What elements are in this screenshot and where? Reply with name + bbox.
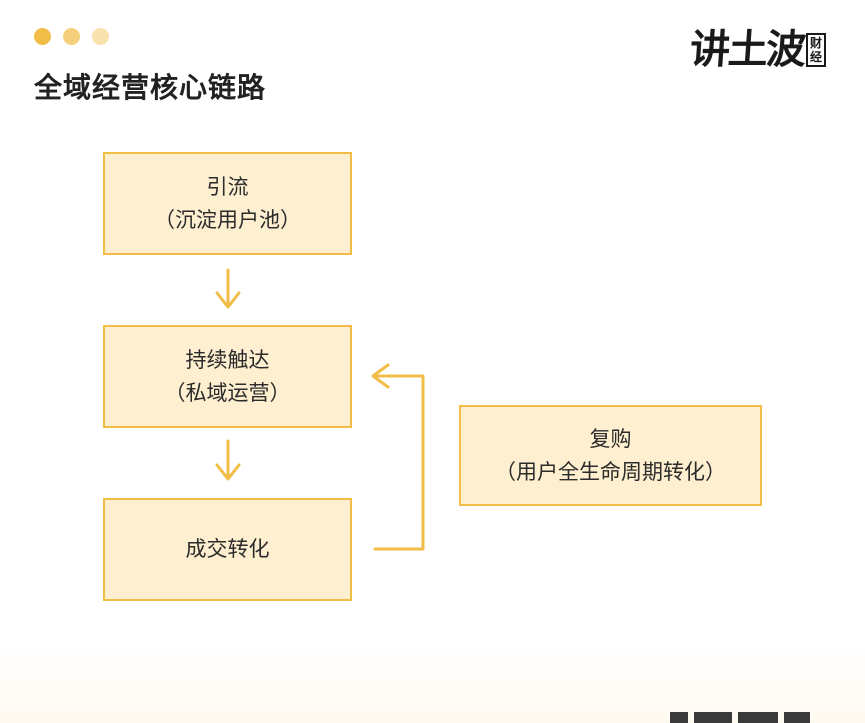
step-reach-box: 持续触达 （私域运营）: [103, 325, 352, 428]
logo-sub-line-2: 经: [810, 50, 823, 64]
logo-sub-line-1: 财: [810, 36, 823, 50]
brand-logo: 讲土波 财 经: [688, 22, 838, 78]
dot-1: [34, 28, 51, 45]
step-reach-title: 持续触达: [185, 347, 270, 372]
dot-3: [92, 28, 109, 45]
window-dots: [34, 28, 109, 45]
arrow-head-loop: [371, 363, 390, 389]
step-traffic-title: 引流: [206, 174, 249, 199]
step-reach-subtitle: （私域运营）: [164, 380, 291, 405]
step-conversion-box: 成交转化: [103, 498, 352, 601]
bottom-cropped-graphic: [670, 712, 830, 723]
side-repurchase-subtitle: （用户全生命周期转化）: [495, 459, 726, 484]
step-traffic-subtitle: （沉淀用户池）: [154, 207, 301, 232]
loop-line: [372, 374, 425, 551]
logo-sub-text: 财 经: [806, 33, 827, 67]
step-traffic-box: 引流 （沉淀用户池）: [103, 152, 352, 255]
dot-2: [63, 28, 80, 45]
bottom-decoration: [0, 645, 865, 723]
arrow-head-2: [215, 463, 241, 481]
page-title: 全域经营核心链路: [34, 71, 267, 104]
step-conversion-title: 成交转化: [185, 537, 270, 561]
side-repurchase-title: 复购: [589, 426, 632, 451]
side-repurchase-box: 复购 （用户全生命周期转化）: [459, 405, 762, 506]
arrow-head-1: [215, 291, 241, 309]
